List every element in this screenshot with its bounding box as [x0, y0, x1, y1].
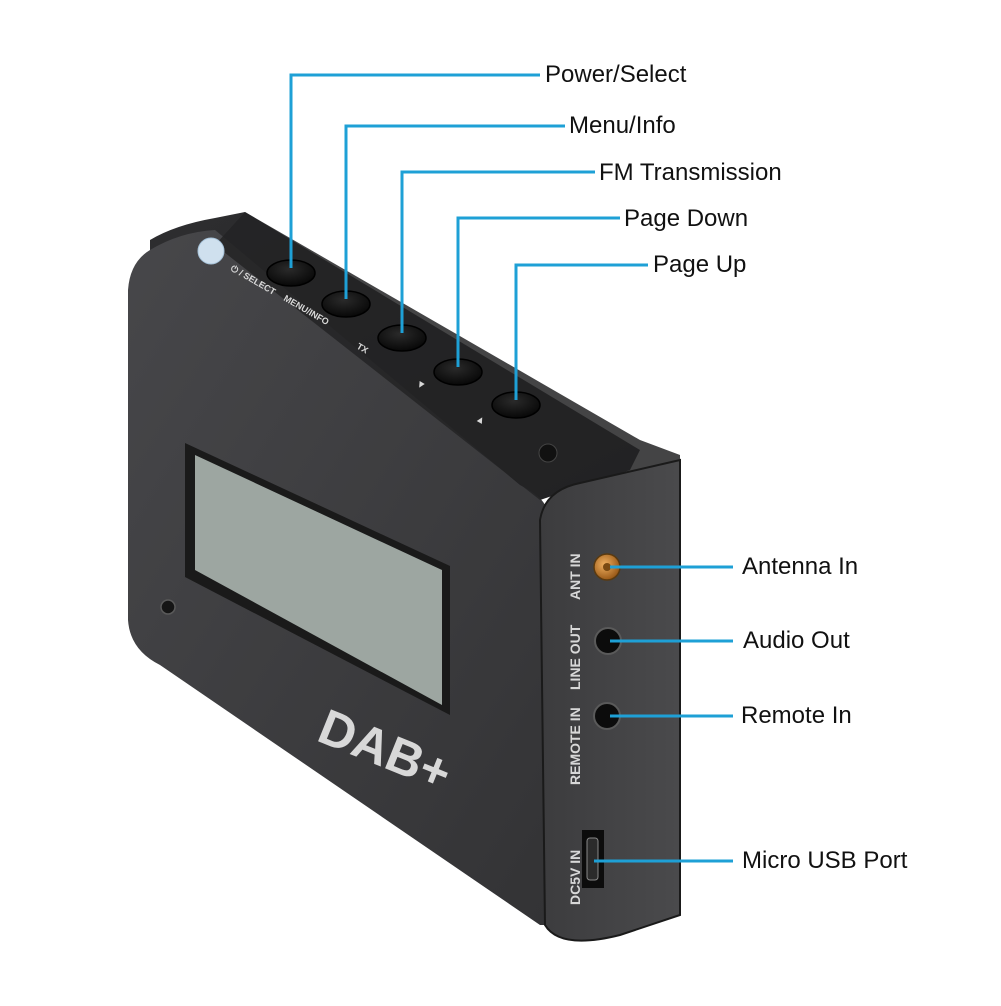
qc-sticker — [197, 237, 225, 265]
down-print: ▼ — [414, 378, 428, 392]
dc-in-print: DC5V IN — [567, 850, 583, 905]
tx-print: TX — [355, 341, 370, 355]
micro-usb-slot — [586, 837, 599, 881]
leader-power-select — [289, 73, 540, 268]
remote-in-print: REMOTE IN — [567, 707, 583, 785]
ir-sensor — [160, 599, 176, 615]
leader-menu-info — [344, 124, 565, 299]
leader-page-down — [456, 216, 620, 367]
callout-audio-out: Audio Out — [743, 627, 850, 654]
callout-power-select: Power/Select — [545, 61, 687, 88]
callout-page-down: Page Down — [624, 205, 749, 232]
line-out-print: LINE OUT — [567, 624, 583, 690]
callout-page-up: Page Up — [653, 251, 747, 278]
lcd-glass — [195, 455, 442, 705]
top-callout-lines — [289, 73, 648, 400]
callout-micro-usb-port: Micro USB Port — [742, 847, 908, 874]
ant-in-print: ANT IN — [567, 553, 583, 600]
screw — [538, 443, 558, 463]
leader-fm-transmission — [400, 170, 595, 333]
device-top-edge — [215, 212, 680, 500]
device-side-face — [538, 458, 681, 942]
up-print: ▲ — [474, 413, 488, 427]
side-callout-lines — [594, 565, 733, 863]
callout-antenna-in: Antenna In — [742, 553, 859, 580]
callout-menu-info: Menu/Info — [569, 112, 676, 139]
top-buttons — [266, 259, 541, 419]
antenna-in-core — [603, 563, 611, 571]
callout-fm-transmission: FM Transmission — [599, 159, 782, 186]
callout-remote-in: Remote In — [741, 702, 852, 729]
leader-page-up — [514, 263, 648, 400]
